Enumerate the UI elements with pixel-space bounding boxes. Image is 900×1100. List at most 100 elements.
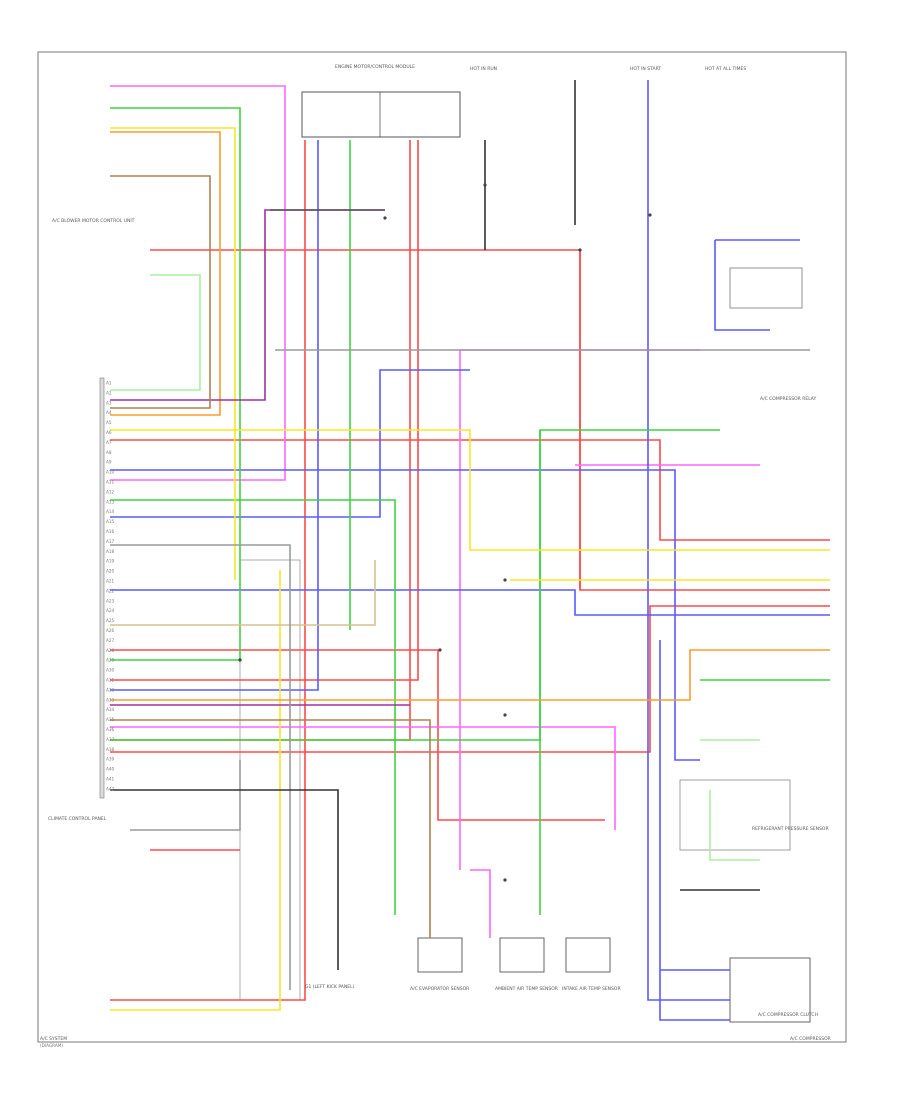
connector-pin-label: A40 <box>106 767 115 772</box>
wire-blue-3 <box>110 589 830 616</box>
fuse-right-label: HOT AT ALL TIMES <box>705 66 746 72</box>
footer-left: A/C SYSTEM <box>40 1036 67 1042</box>
wire-group <box>110 80 830 1021</box>
wire-red-6 <box>110 649 605 821</box>
blower-block-label: A/C BLOWER MOTOR CONTROL UNIT <box>52 218 135 224</box>
connector-pin-label: A28 <box>106 648 115 653</box>
wire-pink-3 <box>110 726 616 830</box>
climate-panel-label: CLIMATE CONTROL PANEL <box>48 816 107 822</box>
wire-blue-1 <box>110 140 319 691</box>
wire-lightgreen-2 <box>709 790 760 861</box>
wire-red-7 <box>110 605 830 753</box>
wire-pink-1 <box>110 85 286 481</box>
connector-pin-label: A20 <box>106 569 115 574</box>
connector-pin-label: A10 <box>106 470 115 475</box>
wire-orange-2 <box>110 131 221 416</box>
connector-pin-label: A19 <box>106 559 115 564</box>
ground-left-label: G1 (LEFT KICK PANEL) <box>305 984 355 990</box>
sensor-a-label: A/C EVAPORATOR SENSOR <box>410 986 469 992</box>
wire-blue-4 <box>647 80 730 1001</box>
wire-green-1 <box>110 107 241 661</box>
connector-pin-label: A35 <box>106 717 115 722</box>
connector-pin-label: A9 <box>106 460 112 465</box>
wire-junction-dot <box>383 216 387 220</box>
wire-lightgreen-1 <box>110 274 201 391</box>
wire-junction-dot <box>483 183 487 187</box>
connector-pin-label: A39 <box>106 757 115 762</box>
refrigerant-box <box>679 779 791 851</box>
fuse-mid-label: HOT IN START <box>630 66 661 72</box>
wire-blue-5 <box>714 240 770 331</box>
wire-brown-1 <box>110 175 211 409</box>
wire-gray-2 <box>110 544 291 990</box>
connector-pin-label: A12 <box>106 489 115 494</box>
wire-junction-dot <box>503 878 507 882</box>
connector-pin-label: A32 <box>106 687 115 692</box>
connector-pin-label: A21 <box>106 579 115 584</box>
sensor-b-label: AMBIENT AIR TEMP SENSOR <box>495 986 558 992</box>
connector-pin-label: A38 <box>106 747 115 752</box>
wire-brown-2 <box>110 719 431 938</box>
connector-pin-label: A17 <box>106 539 115 544</box>
wire-red-4 <box>150 249 830 591</box>
wire-yellow-1 <box>110 127 236 580</box>
connector-pin-label: A4 <box>106 410 112 415</box>
connector-pin-label: A30 <box>106 668 115 673</box>
connector-pin-group: A1A2A3A4A5A6A7A8A9A10A11A12A13A14A15A16A… <box>106 183 652 882</box>
wire-junction-dot <box>438 648 442 652</box>
engine-module-box <box>301 91 461 138</box>
refrigerant-label: REFRIGERANT PRESSURE SENSOR <box>752 826 829 832</box>
wire-yellow-3 <box>110 570 281 1011</box>
wire-junction-dot <box>238 658 242 662</box>
connector-pin-label: A3 <box>106 400 112 405</box>
footer-right: A/C COMPRESSOR <box>790 1036 831 1042</box>
connector-pin-label: A22 <box>106 588 115 593</box>
connector-pin-label: A14 <box>106 509 115 514</box>
wire-black-1 <box>110 789 339 970</box>
connector-pin-label: A37 <box>106 737 115 742</box>
wire-green-4 <box>110 429 720 741</box>
wire-red-3 <box>110 140 419 681</box>
connector-pin-label: A36 <box>106 727 115 732</box>
wire-blue-8 <box>659 640 730 1021</box>
wire-yellow-2 <box>110 429 830 551</box>
connector-pin-label: A27 <box>106 638 115 643</box>
wire-junction-dot <box>578 248 582 252</box>
connector-pin-label: A23 <box>106 598 115 603</box>
wire-red-1 <box>110 140 306 1001</box>
compressor-box <box>729 957 811 1023</box>
connector-pin-label: A25 <box>106 618 115 623</box>
wire-orange-1 <box>110 649 830 701</box>
connector-pin-label: A18 <box>106 549 115 554</box>
wire-junction-dot <box>503 713 507 717</box>
connector-pin-label: A33 <box>106 697 115 702</box>
sensor-a-box <box>417 937 463 973</box>
connector-pin-label: A15 <box>106 519 115 524</box>
footer-left-sub: (DIAGRAM) <box>40 1043 63 1048</box>
diagram-frame <box>37 51 847 1043</box>
connector-pin-label: A8 <box>106 450 112 455</box>
sensor-c-label: INTAKE AIR TEMP SENSOR <box>562 986 621 992</box>
sensor-c-box <box>565 937 611 973</box>
connector-pin-label: A26 <box>106 628 115 633</box>
connector-pin-label: A34 <box>106 707 115 712</box>
fuse-left-label: HOT IN RUN <box>470 66 497 72</box>
connector-pin-label: A16 <box>106 529 115 534</box>
connector-pin-label: A24 <box>106 608 115 613</box>
connector-pin-label: A1 <box>106 381 112 386</box>
compressor-label: A/C COMPRESSOR CLUTCH <box>758 1012 818 1018</box>
wire-purple-1 <box>110 209 385 401</box>
wire-red-5 <box>110 439 830 541</box>
wire-green-3 <box>110 499 396 915</box>
wire-gray-3 <box>130 760 241 831</box>
connector-pin-label: A6 <box>106 430 112 435</box>
relay-right-label: A/C COMPRESSOR RELAY <box>760 396 817 402</box>
climate-connector-strip <box>99 377 105 799</box>
wire-junction-dot <box>503 578 507 582</box>
sensor-b-box <box>499 937 545 973</box>
blower-relay-box <box>729 267 803 309</box>
connector-pin-label: A13 <box>106 499 115 504</box>
shield-box <box>239 559 301 1001</box>
wire-junction-dot <box>648 213 652 217</box>
